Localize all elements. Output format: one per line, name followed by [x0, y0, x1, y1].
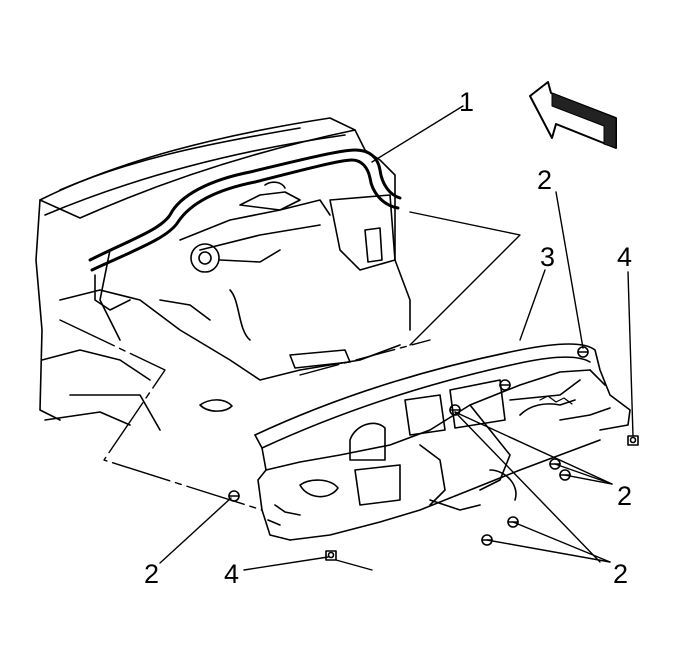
vehicle-body	[35, 117, 411, 431]
bolt-icon	[449, 404, 461, 416]
nut-icon	[325, 550, 337, 561]
leader-lines	[159, 105, 634, 571]
callout-1-label: 1	[459, 87, 475, 117]
instrument-panel-assembly	[254, 343, 631, 541]
callout-2-label: 2	[537, 165, 553, 195]
callout-4-label: 4	[617, 242, 633, 272]
nut-icon	[627, 435, 639, 446]
instrument-panel-carrier	[88, 148, 402, 341]
callout-4-label: 4	[224, 559, 240, 589]
callout-2-label: 2	[617, 481, 633, 511]
callout-3-label: 3	[540, 242, 556, 272]
bolt-icon	[499, 379, 511, 391]
front-direction-arrow-icon	[529, 81, 617, 149]
fasteners	[228, 346, 639, 561]
callout-2-label: 2	[613, 559, 629, 589]
callout-2-label: 2	[144, 559, 160, 589]
installation-guide-lines	[59, 211, 521, 571]
